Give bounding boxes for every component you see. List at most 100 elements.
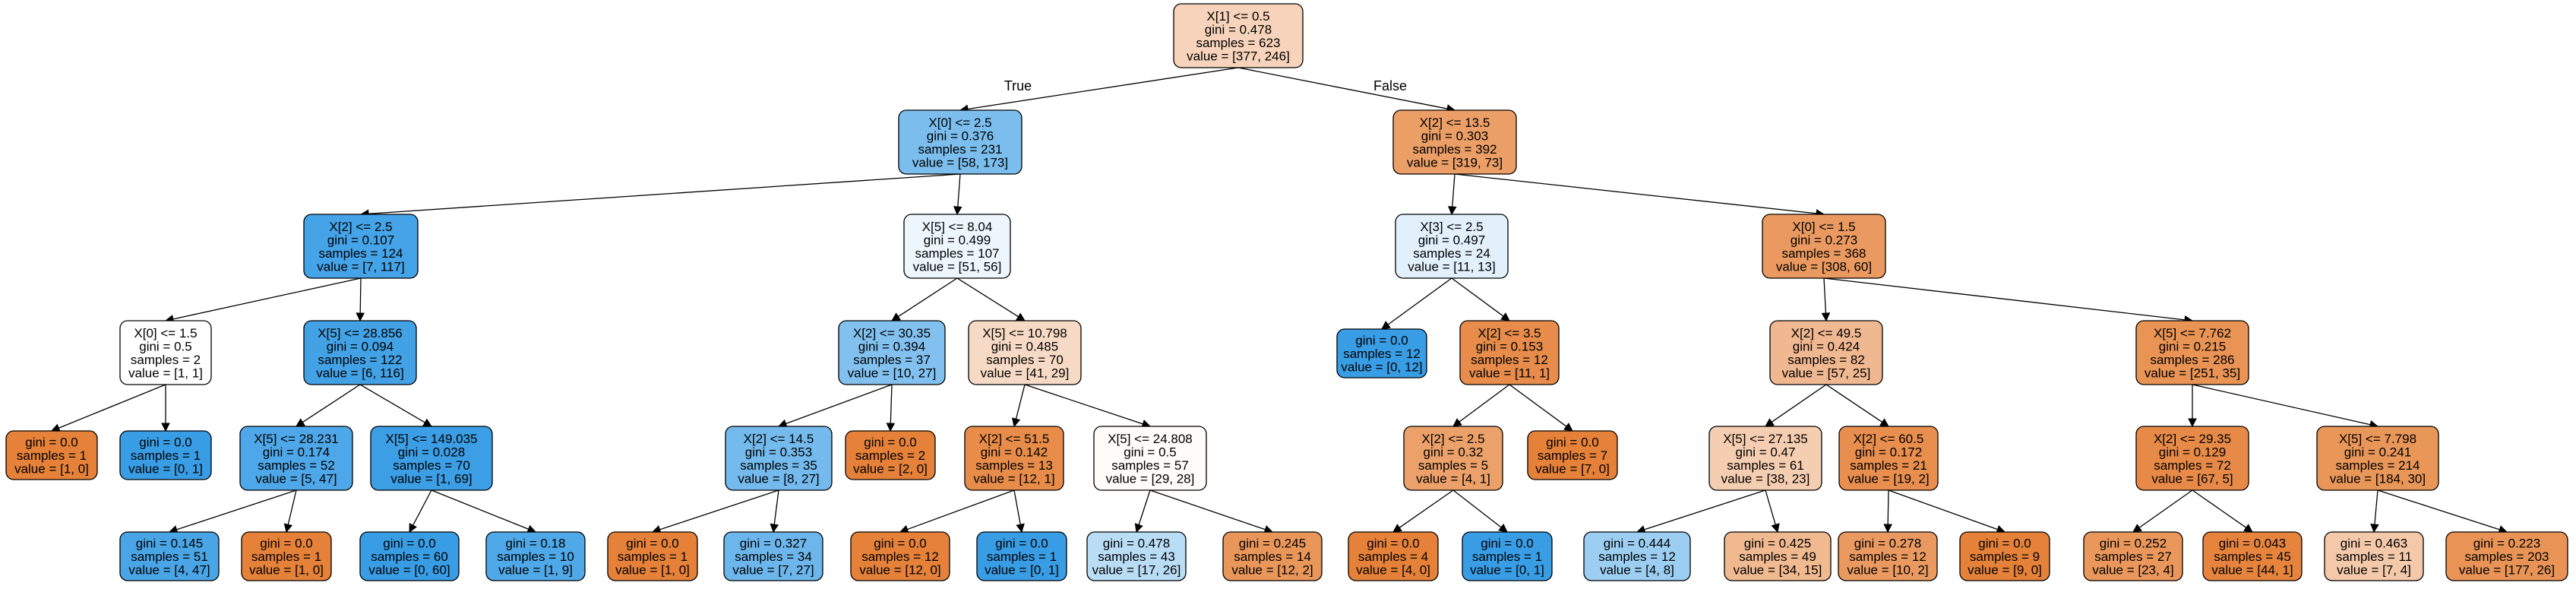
- tree-edge: [2374, 489, 2378, 525]
- node-box: [898, 109, 1022, 175]
- node-text-line: gini = 0.376: [927, 128, 994, 143]
- node-text-line: value = [1, 69]: [390, 471, 472, 486]
- node-text-line: gini = 0.32: [1424, 445, 1484, 459]
- node-text-line: samples = 37: [853, 353, 931, 367]
- tree-edge: [412, 489, 432, 526]
- node-box: [1762, 214, 1886, 279]
- arrow-head-icon: [1447, 206, 1457, 216]
- node-text-line: X[5] <= 28.856: [318, 326, 403, 340]
- node-text-line: samples = 1: [131, 448, 201, 463]
- node-text-line: value = [57, 25]: [1782, 366, 1871, 380]
- node-text-line: samples = 286: [2150, 353, 2234, 367]
- node-text-line: samples = 368: [1781, 246, 1866, 261]
- arrow-head-icon: [422, 418, 432, 427]
- node-box: [2135, 320, 2249, 385]
- arrow-head-icon: [1771, 523, 1780, 534]
- node-text-line: samples = 70: [986, 353, 1064, 367]
- node-text-line: samples = 1: [618, 549, 687, 564]
- node-text-line: samples = 1: [251, 549, 321, 564]
- node-box: [2445, 531, 2568, 581]
- node-box: [5, 430, 98, 480]
- tree-edge: [1454, 173, 1817, 214]
- node-box: [1348, 531, 1439, 581]
- node-box: [1527, 430, 1618, 480]
- node-text-line: gini = 0.0: [25, 435, 77, 450]
- node-text-line: value = [1, 0]: [249, 563, 324, 578]
- node-text-line: samples = 70: [393, 458, 470, 473]
- node-box: [370, 426, 493, 491]
- node-text-line: value = [23, 4]: [2092, 563, 2173, 578]
- node-text-line: samples = 2: [855, 448, 925, 463]
- node-box: [1395, 214, 1509, 279]
- node-text-line: gini = 0.353: [745, 445, 812, 459]
- tree-edge: [890, 384, 893, 424]
- tree-edge: [58, 384, 166, 429]
- node-text-line: samples = 82: [1787, 353, 1865, 367]
- node-box: [1724, 531, 1832, 581]
- arrow-head-icon: [1498, 523, 1508, 533]
- node-box: [607, 531, 698, 581]
- tree-edge: [176, 489, 297, 530]
- node-text-line: X[5] <= 7.762: [2154, 326, 2231, 340]
- node-text-line: gini = 0.129: [2159, 445, 2226, 459]
- node-text-line: X[1] <= 0.5: [1206, 9, 1269, 24]
- node-text-line: samples = 27: [2094, 549, 2172, 564]
- arrow-head-icon: [1016, 312, 1026, 321]
- node-text-line: X[5] <= 27.135: [1723, 432, 1808, 446]
- node-text-line: X[3] <= 2.5: [1420, 220, 1483, 234]
- node-text-line: value = [9, 0]: [1968, 563, 2042, 578]
- node-box: [1708, 426, 1822, 491]
- node-text-line: value = [4, 8]: [1600, 563, 1674, 578]
- node-text-line: value = [29, 28]: [1106, 471, 1195, 486]
- node-text-line: value = [8, 27]: [738, 471, 819, 486]
- tree-edge: [907, 489, 1015, 530]
- tree-edge: [898, 277, 958, 318]
- node-text-line: samples = 12: [861, 549, 939, 564]
- node-box: [838, 320, 946, 385]
- node-text-line: gini = 0.478: [1103, 537, 1170, 551]
- node-text-line: gini = 0.327: [740, 537, 807, 551]
- node-text-line: samples = 14: [1234, 549, 1311, 564]
- node-box: [1336, 328, 1427, 378]
- node-text-line: X[2] <= 30.35: [853, 326, 931, 340]
- tree-edge: [1771, 384, 1827, 423]
- node-text-line: gini = 0.0: [1355, 334, 1408, 348]
- node-text-line: samples = 107: [915, 246, 999, 261]
- edge-label-false: False: [1373, 78, 1407, 93]
- tree-edge: [785, 384, 893, 425]
- node-text-line: X[2] <= 2.5: [329, 220, 392, 234]
- node-text-line: value = [1, 1]: [128, 366, 203, 380]
- node-box: [303, 214, 419, 279]
- node-text-line: value = [11, 1]: [1469, 366, 1550, 380]
- arrow-head-icon: [1883, 524, 1892, 534]
- arrow-head-icon: [1011, 417, 1021, 428]
- node-text-line: samples = 122: [318, 353, 402, 367]
- tree-edge: [1765, 489, 1776, 525]
- tree-edge: [359, 277, 362, 314]
- node-text-line: value = [177, 26]: [2459, 563, 2555, 578]
- arrow-head-icon: [2188, 418, 2197, 428]
- node-box: [303, 320, 417, 385]
- node-text-line: samples = 1: [17, 448, 87, 463]
- node-text-line: X[0] <= 2.5: [928, 116, 991, 130]
- node-text-line: samples = 623: [1196, 36, 1280, 50]
- node-text-line: value = [0, 1]: [1470, 563, 1544, 578]
